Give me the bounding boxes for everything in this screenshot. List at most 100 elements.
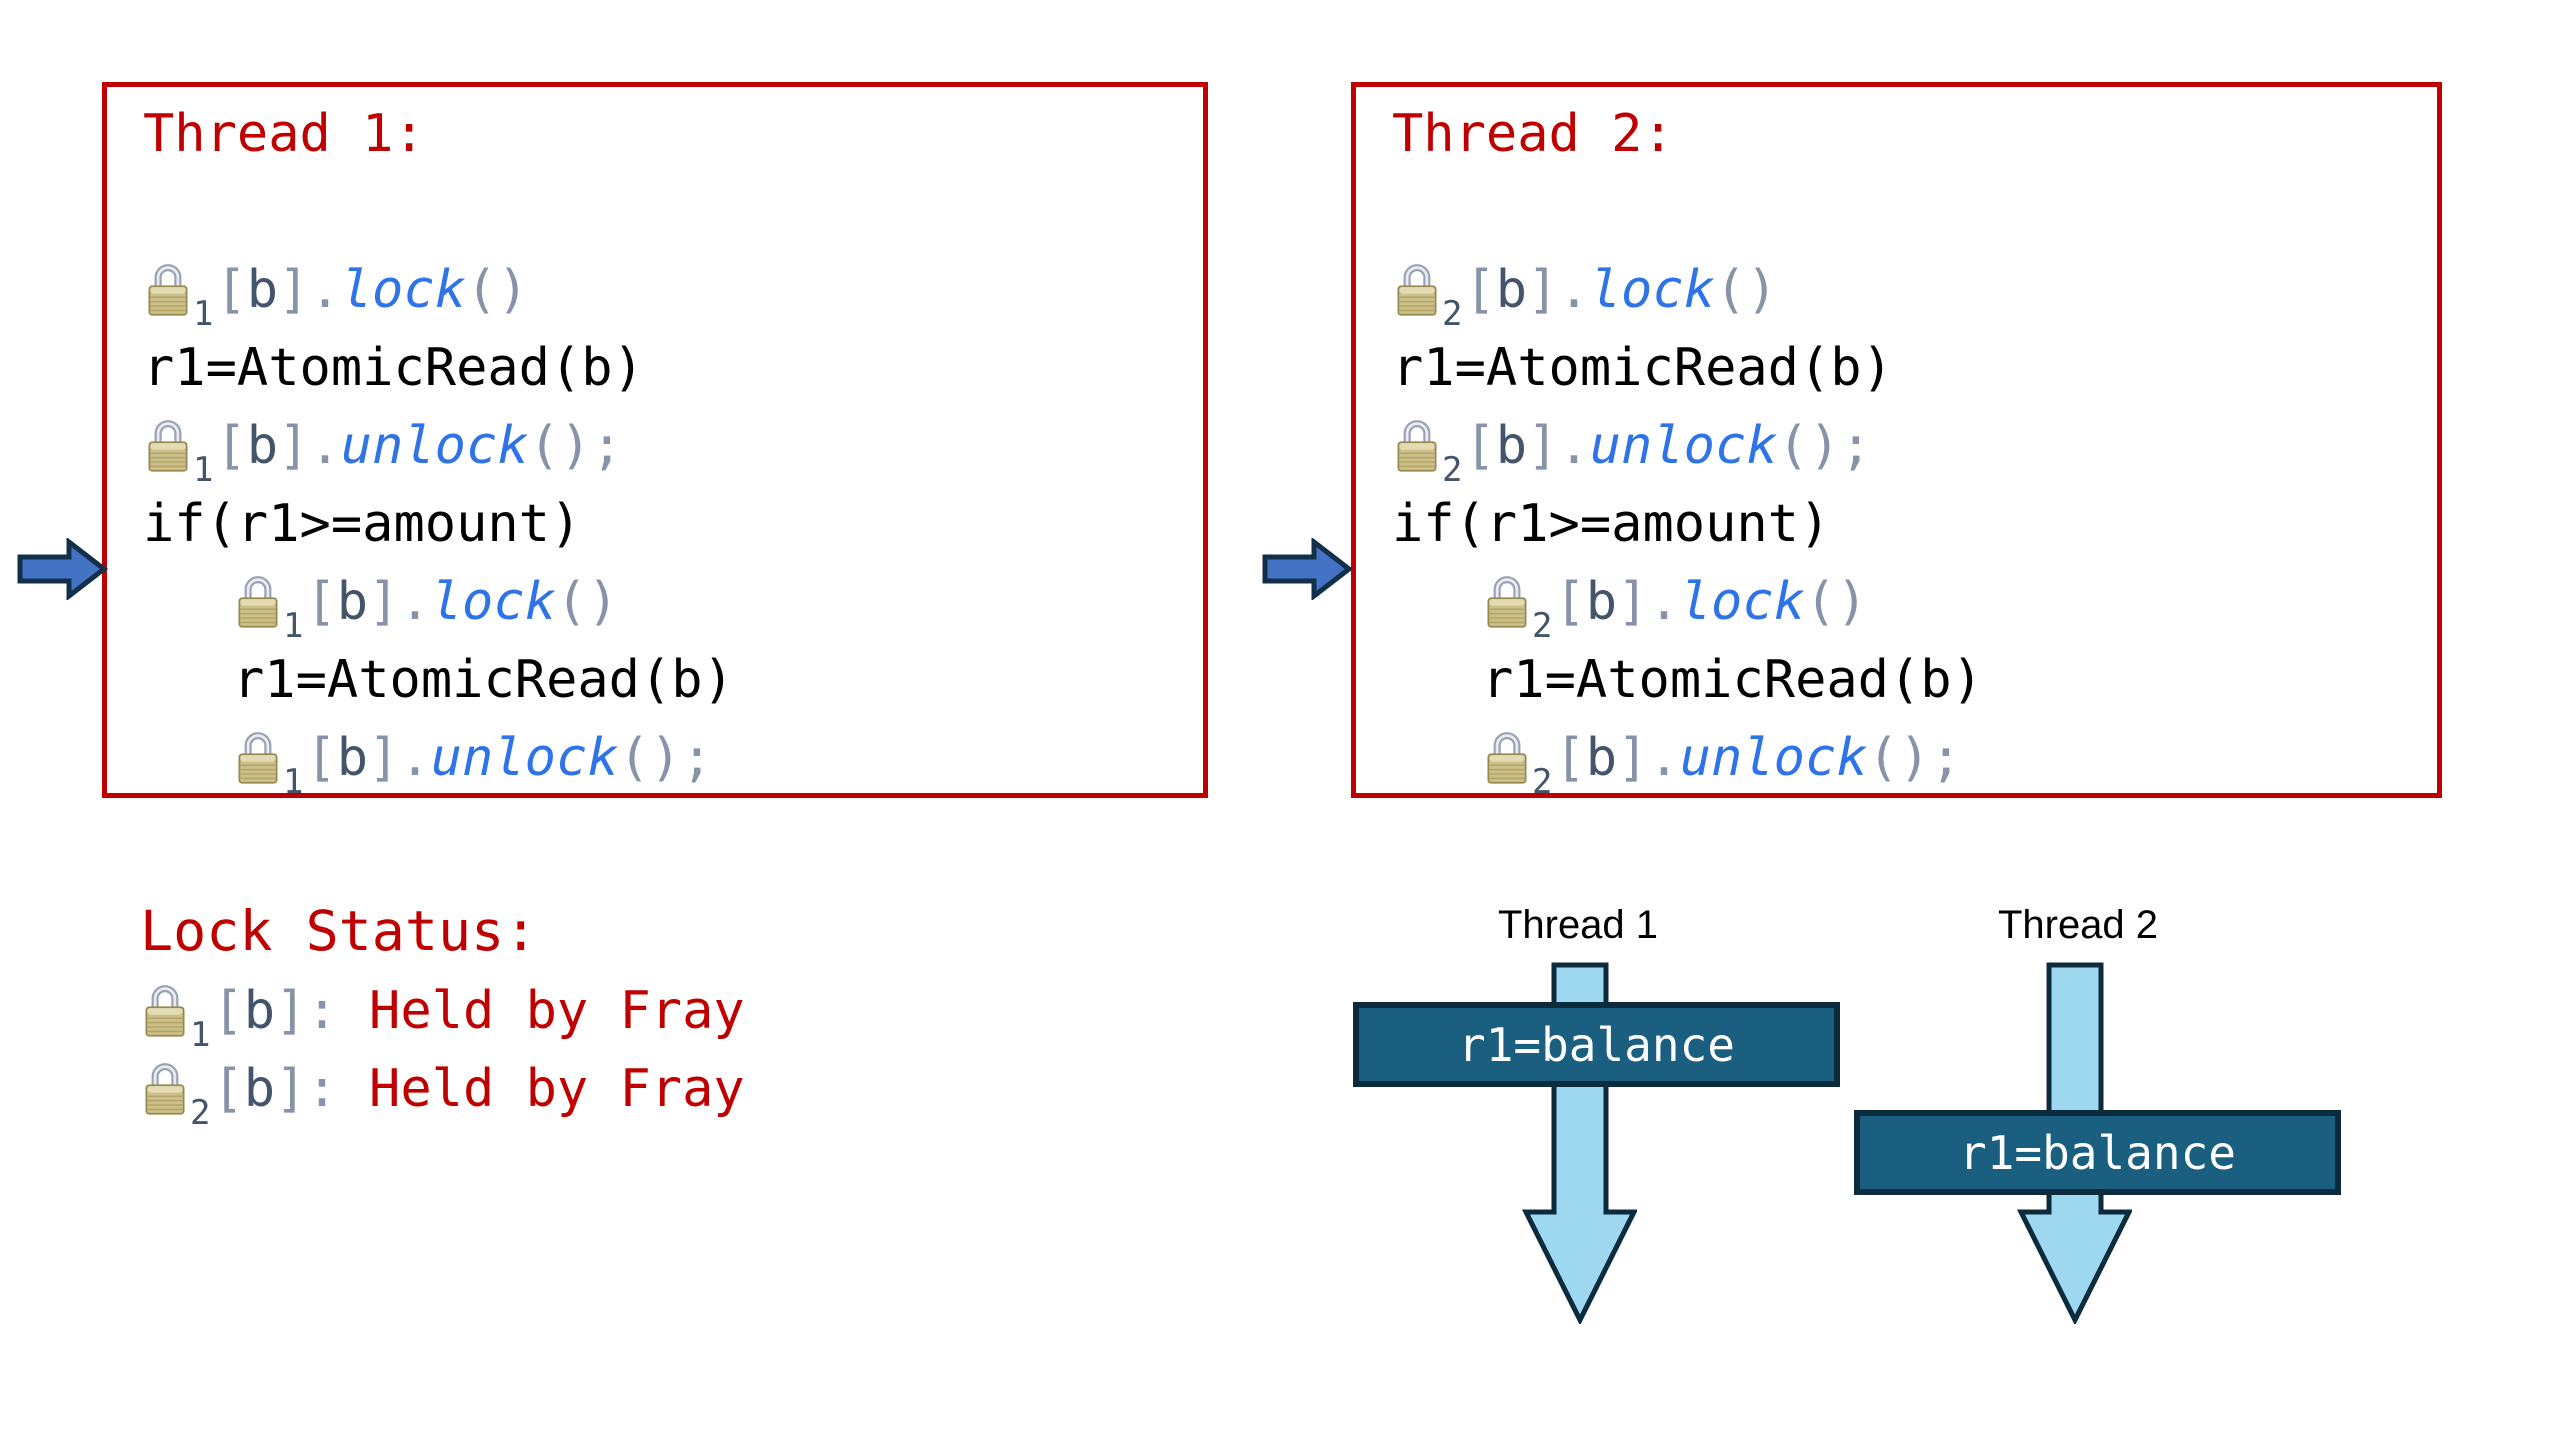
- code-token: ]: [368, 572, 400, 632]
- code-token: .: [1558, 260, 1590, 320]
- code-token: b: [1585, 728, 1618, 788]
- lock-subscript: 2: [1442, 450, 1463, 490]
- code-token: lock: [1679, 572, 1805, 632]
- code-token: r1=AtomicRead(b): [143, 338, 644, 398]
- code-token: [: [305, 728, 337, 788]
- code-token: (): [465, 260, 529, 320]
- code-token: .: [309, 260, 341, 320]
- code-line: [1392, 173, 2437, 251]
- code-token: .: [309, 416, 341, 476]
- code-token: if(r1>=amount): [143, 494, 582, 554]
- sequence-thread-2-label: Thread 2: [1997, 903, 2159, 947]
- code-line: 1[b]: Held by Fray: [140, 972, 745, 1052]
- code-token: .: [1648, 728, 1680, 788]
- lock-subscript: 2: [1532, 762, 1553, 802]
- code-token: b: [243, 981, 276, 1041]
- code-line: if(r1>=amount): [1392, 485, 2437, 563]
- code-line: 1[b].lock(): [143, 563, 1203, 643]
- lock-icon: 2: [140, 1050, 212, 1130]
- lock-icon: 2: [1482, 719, 1554, 799]
- code-line: 2[b].lock(): [1392, 251, 2437, 331]
- code-token: .: [399, 572, 431, 632]
- code-line: 2[b].lock(): [1392, 563, 2437, 643]
- lock-icon: 1: [143, 251, 215, 331]
- code-line: 1[b].lock(): [143, 251, 1203, 331]
- lock-icon: 2: [1482, 563, 1554, 643]
- thread-2-panel: Thread 2: 2[b].lock()r1=AtomicRead(b)2[b…: [1351, 82, 2442, 799]
- code-token: [: [215, 260, 247, 320]
- code-token: (): [1714, 260, 1778, 320]
- code-token: ]: [278, 260, 310, 320]
- code-token: ]: [275, 1059, 307, 1119]
- code-token: unlock: [430, 728, 619, 788]
- current-line-arrow-thread-2: [1262, 538, 1353, 600]
- code-token: ]: [1617, 572, 1649, 632]
- code-token: [: [1464, 416, 1496, 476]
- sequence-thread-1-label: Thread 1: [1497, 903, 1659, 947]
- code-token: b: [1495, 260, 1528, 320]
- code-token: b: [243, 1059, 276, 1119]
- code-token: lock: [340, 260, 466, 320]
- padlock-icon: [145, 985, 185, 1037]
- code-token: if(r1>=amount): [1392, 494, 1831, 554]
- code-line: [143, 173, 1203, 251]
- thread-1-event-box: r1=balance: [1353, 1002, 1840, 1087]
- code-token: unlock: [1589, 416, 1778, 476]
- code-token: ();: [618, 728, 713, 788]
- padlock-icon: [238, 732, 278, 784]
- padlock-icon: [1487, 732, 1527, 784]
- code-token: b: [1585, 572, 1618, 632]
- code-line: r1=AtomicRead(b): [1392, 329, 2437, 407]
- padlock-icon: [238, 576, 278, 628]
- code-token: ();: [1777, 416, 1872, 476]
- code-line: r1=AtomicRead(b): [143, 329, 1203, 407]
- thread-2-title: Thread 2:: [1392, 104, 1674, 164]
- code-token: ]: [278, 416, 310, 476]
- lock-icon: 1: [233, 719, 305, 799]
- code-token: [: [212, 1059, 244, 1119]
- thread-2-panel-content: Thread 2: 2[b].lock()r1=AtomicRead(b)2[b…: [1356, 87, 2437, 799]
- code-line: 2[b].unlock();: [1392, 407, 2437, 487]
- thread-1-panel: Thread 1: 1[b].lock()r1=AtomicRead(b)1[b…: [102, 82, 1208, 799]
- padlock-icon: [145, 1063, 185, 1115]
- code-line: 2[b].unlock();: [1392, 719, 2437, 799]
- code-token: b: [336, 728, 369, 788]
- code-token: unlock: [340, 416, 529, 476]
- padlock-icon: [1487, 576, 1527, 628]
- lock-icon: 2: [1392, 407, 1464, 487]
- lock-icon: 1: [143, 407, 215, 487]
- code-token: :: [306, 1059, 338, 1119]
- lock-subscript: 1: [283, 762, 304, 802]
- code-token: ();: [528, 416, 623, 476]
- code-line: 1[b].unlock();: [143, 719, 1203, 799]
- padlock-icon: [148, 420, 188, 472]
- code-line: 1[b].unlock();: [143, 407, 1203, 487]
- code-token: Held by Fray: [337, 1059, 745, 1119]
- code-token: Held by Fray: [337, 981, 745, 1041]
- lock-subscript: 1: [283, 606, 304, 646]
- lock-icon: 1: [233, 563, 305, 643]
- code-token: unlock: [1679, 728, 1868, 788]
- lock-icon: 2: [1392, 251, 1464, 331]
- code-token: b: [1495, 416, 1528, 476]
- code-token: [: [1464, 260, 1496, 320]
- code-token: b: [246, 260, 279, 320]
- code-token: ]: [1527, 260, 1559, 320]
- code-token: [: [1554, 728, 1586, 788]
- code-line: r1=AtomicRead(b): [143, 641, 1203, 719]
- code-token: r1=AtomicRead(b): [1482, 650, 1983, 710]
- lock-subscript: 1: [190, 1015, 211, 1055]
- thread-1-code: 1[b].lock()r1=AtomicRead(b)1[b].unlock()…: [143, 173, 1203, 799]
- code-token: b: [246, 416, 279, 476]
- code-token: .: [399, 728, 431, 788]
- padlock-icon: [148, 264, 188, 316]
- code-token: ]: [275, 981, 307, 1041]
- code-token: [: [305, 572, 337, 632]
- lock-subscript: 2: [1532, 606, 1553, 646]
- code-token: .: [1648, 572, 1680, 632]
- padlock-icon: [1397, 420, 1437, 472]
- thread-2-event-box: r1=balance: [1854, 1110, 2341, 1195]
- thread-1-title: Thread 1:: [143, 104, 425, 164]
